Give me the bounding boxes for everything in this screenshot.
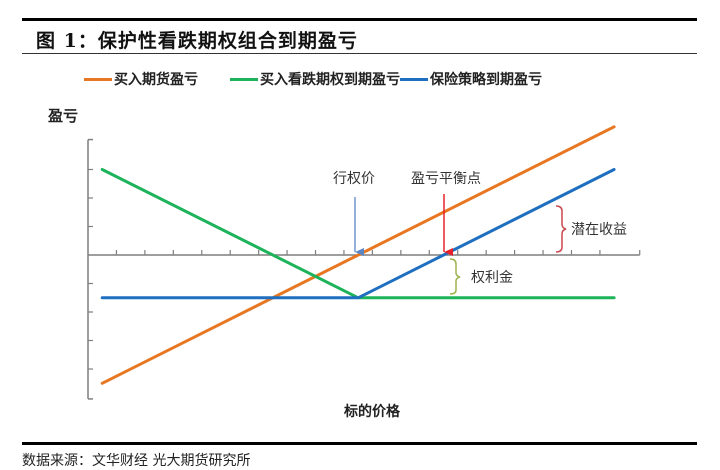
legend-swatch-put [230, 77, 258, 81]
legend-swatch-protective [400, 77, 428, 81]
series-put-line [100, 168, 616, 300]
potential-gain-label: 潜在收益 [571, 222, 627, 238]
legend-label-protective: 保险策略到期盈亏 [430, 72, 542, 88]
strike-label: 行权价 [333, 171, 375, 187]
source-note: 数据来源：文华财经 光大期货研究所 [22, 453, 251, 469]
potential-gain-brace-icon [555, 205, 567, 253]
title-rule [22, 53, 697, 54]
chart-plot: 盈亏 标的价格 行权价 盈亏平衡点 潜在收益 权利金 [47, 107, 641, 420]
top-rule [22, 18, 697, 21]
legend-swatch-futures [84, 77, 112, 81]
legend-item-put: 买入看跌期权到期盈亏 [230, 70, 400, 88]
bottom-rule [22, 442, 697, 445]
legend-item-protective: 保险策略到期盈亏 [400, 70, 542, 88]
figure-title: 图 1：保护性看跌期权组合到期盈亏 [36, 30, 358, 52]
legend-label-put: 买入看跌期权到期盈亏 [260, 72, 400, 88]
legend-label-futures: 买入期货盈亏 [114, 72, 198, 88]
premium-label: 权利金 [471, 270, 513, 286]
legend-item-futures: 买入期货盈亏 [84, 70, 198, 88]
y-axis-label: 盈亏 [47, 107, 78, 125]
series-protective-line [100, 168, 616, 300]
x-axis-label: 标的价格 [343, 403, 401, 420]
breakeven-label: 盈亏平衡点 [411, 171, 481, 187]
premium-brace-icon [449, 258, 461, 295]
